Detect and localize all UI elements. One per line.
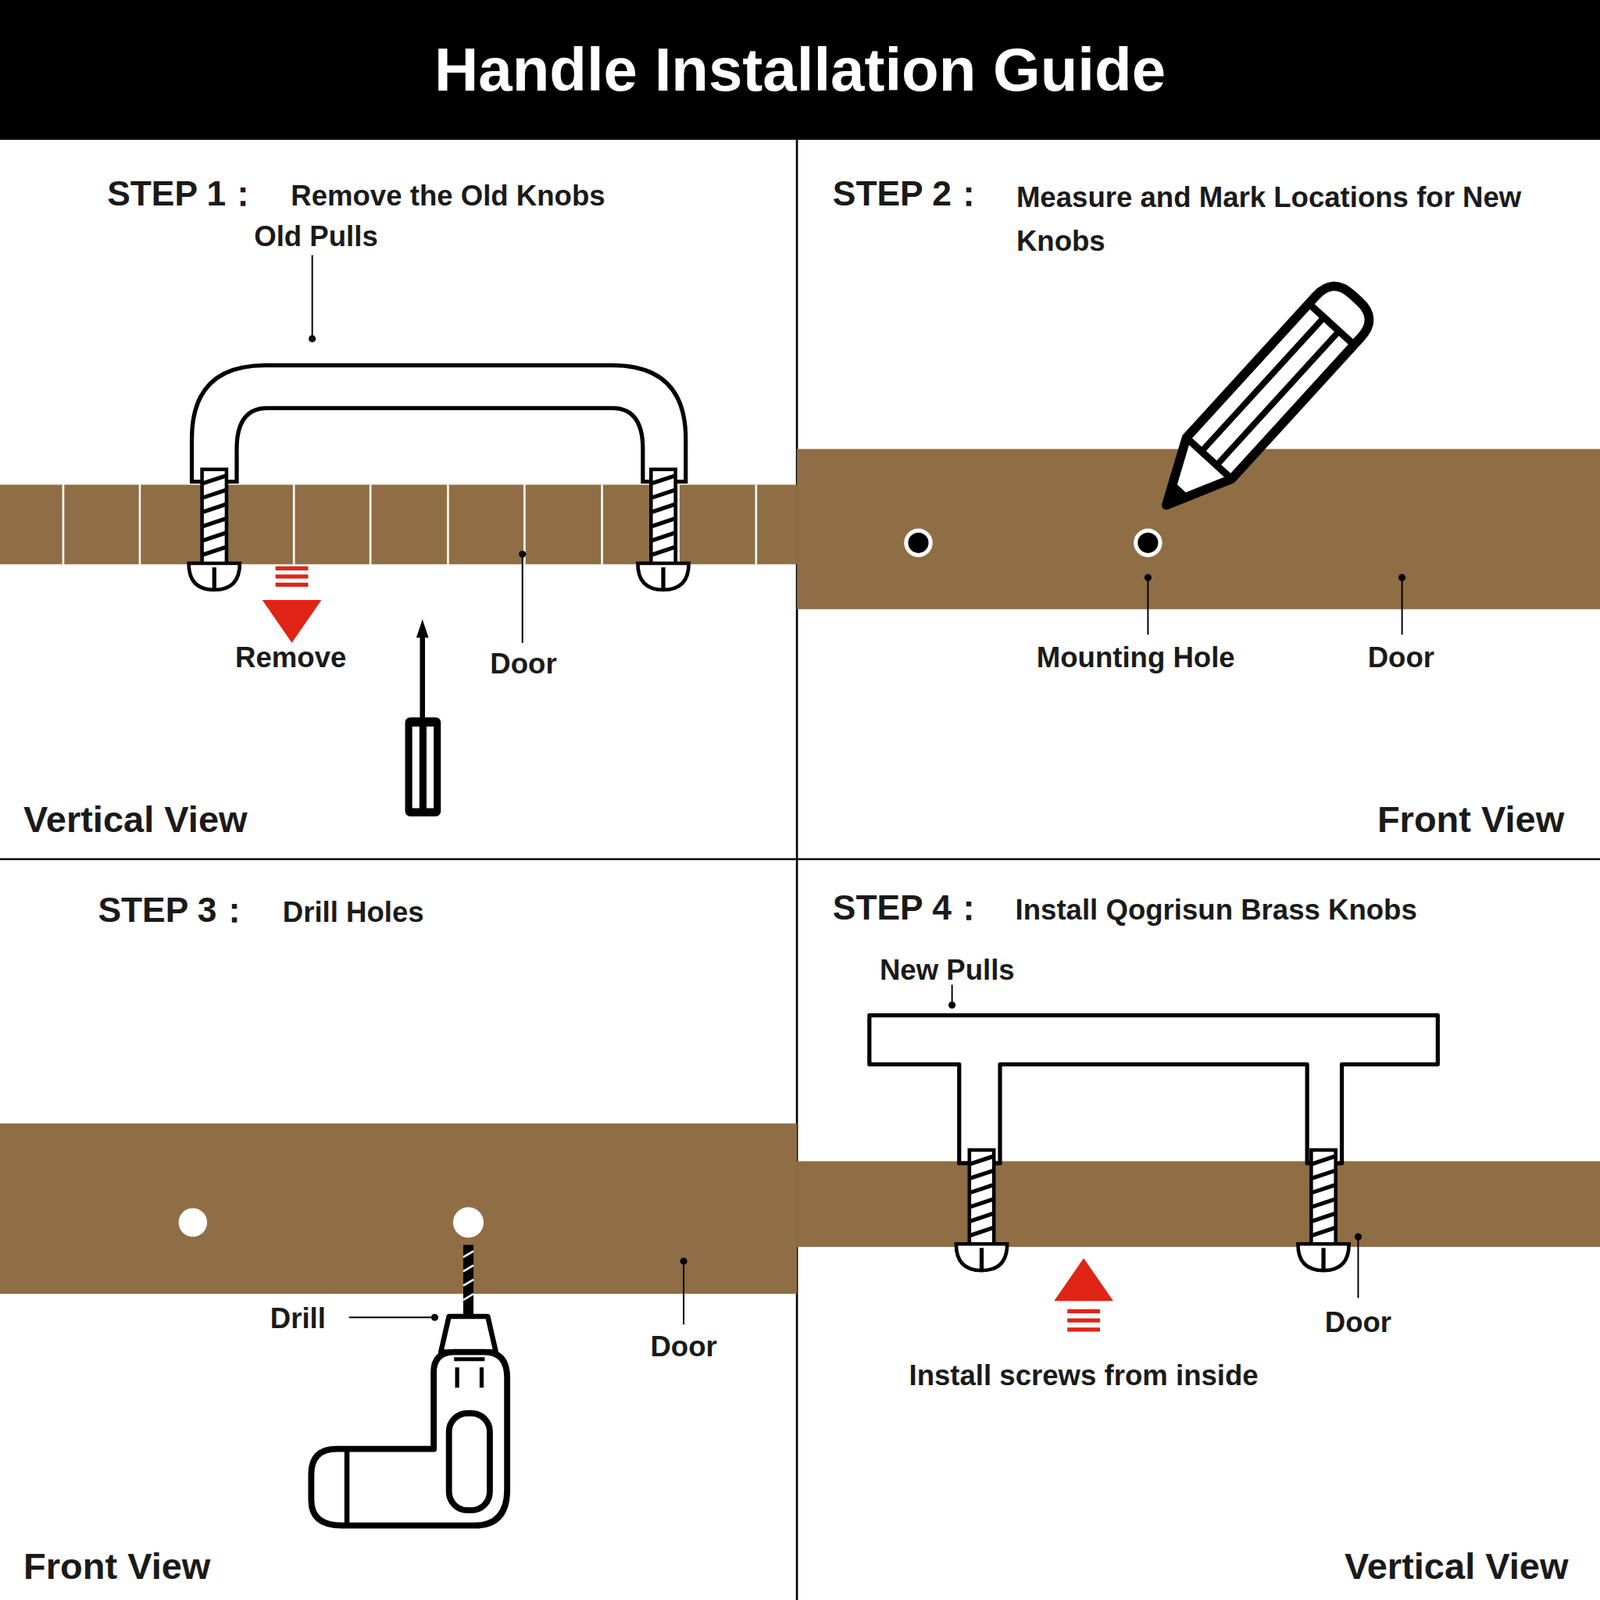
step-number: STEP 4： [832,887,986,929]
action-label: Install screws from inside [908,1358,1258,1393]
part-label: New Pulls [879,953,1015,988]
view-label: Front View [1377,797,1565,842]
step-number: STEP 2： [832,173,986,215]
step-number: STEP 3： [97,889,251,931]
title: Handle Installation Guide [0,0,1600,140]
step-title: Remove the Old Knobs [290,178,605,214]
part-label: Old Pulls [253,219,379,254]
step-title: Measure and Mark Locations for New Knobs [1016,175,1547,265]
step-number: STEP 1： [107,173,261,215]
step-title: Install Qogrisun Brass Knobs [1015,892,1418,928]
view-label: Vertical View [1344,1544,1569,1589]
part-label: Door [1367,640,1435,675]
part-label: Door [650,1329,717,1365]
step-title: Drill Holes [282,895,425,930]
action-label: Remove [235,640,347,675]
part-label: Door [1325,1305,1392,1340]
part-label: Door [489,646,557,682]
part-label: Drill [270,1301,326,1336]
view-label: Vertical View [23,797,248,842]
part-label: Mounting Hole [1036,640,1236,675]
view-label: Front View [23,1544,211,1589]
